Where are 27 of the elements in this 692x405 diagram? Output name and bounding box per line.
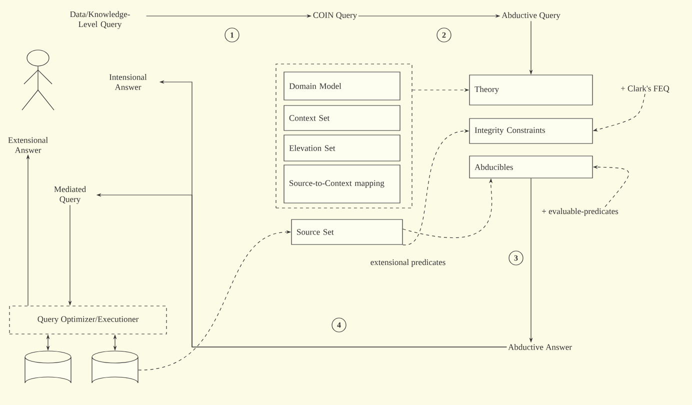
text-box: Source Set <box>291 219 403 245</box>
text-box: Context Set <box>284 105 400 131</box>
node-label: Data/Knowledge-Level Query <box>70 11 130 29</box>
dashed-box: Query Optimizer/Executioner <box>9 306 167 334</box>
annotation: extensional predicates <box>370 259 446 267</box>
database-cylinder <box>92 350 138 384</box>
node-label: Mediated Query <box>54 186 86 204</box>
circled-number: 4 <box>332 318 346 332</box>
text-box: Abducibles <box>469 156 593 178</box>
text-box: Source-to-Context mapping <box>284 164 400 204</box>
text-box: Integrity Constraints <box>469 118 593 144</box>
person-drawing <box>22 50 54 110</box>
circled-number: 2 <box>436 28 452 42</box>
circled-number: 3 <box>508 250 524 266</box>
database-cylinder <box>24 350 72 384</box>
text-box: Elevation Set <box>284 134 400 162</box>
node-label: Abductive Answer <box>508 344 572 350</box>
node-label: Extensional Answer <box>8 137 48 153</box>
circled-number: 1 <box>224 28 240 42</box>
node-label: Intensional Answer <box>109 74 147 90</box>
node-label: Abductive Query <box>502 12 560 20</box>
node-label: COIN Query <box>313 12 358 20</box>
text-box: Theory <box>469 74 593 106</box>
node-label: + Clark's FEQ <box>621 85 670 93</box>
dashed-group-box <box>276 64 412 208</box>
text-box: Domain Model <box>284 72 400 100</box>
node-label: + evaluable-predicates <box>542 208 618 216</box>
